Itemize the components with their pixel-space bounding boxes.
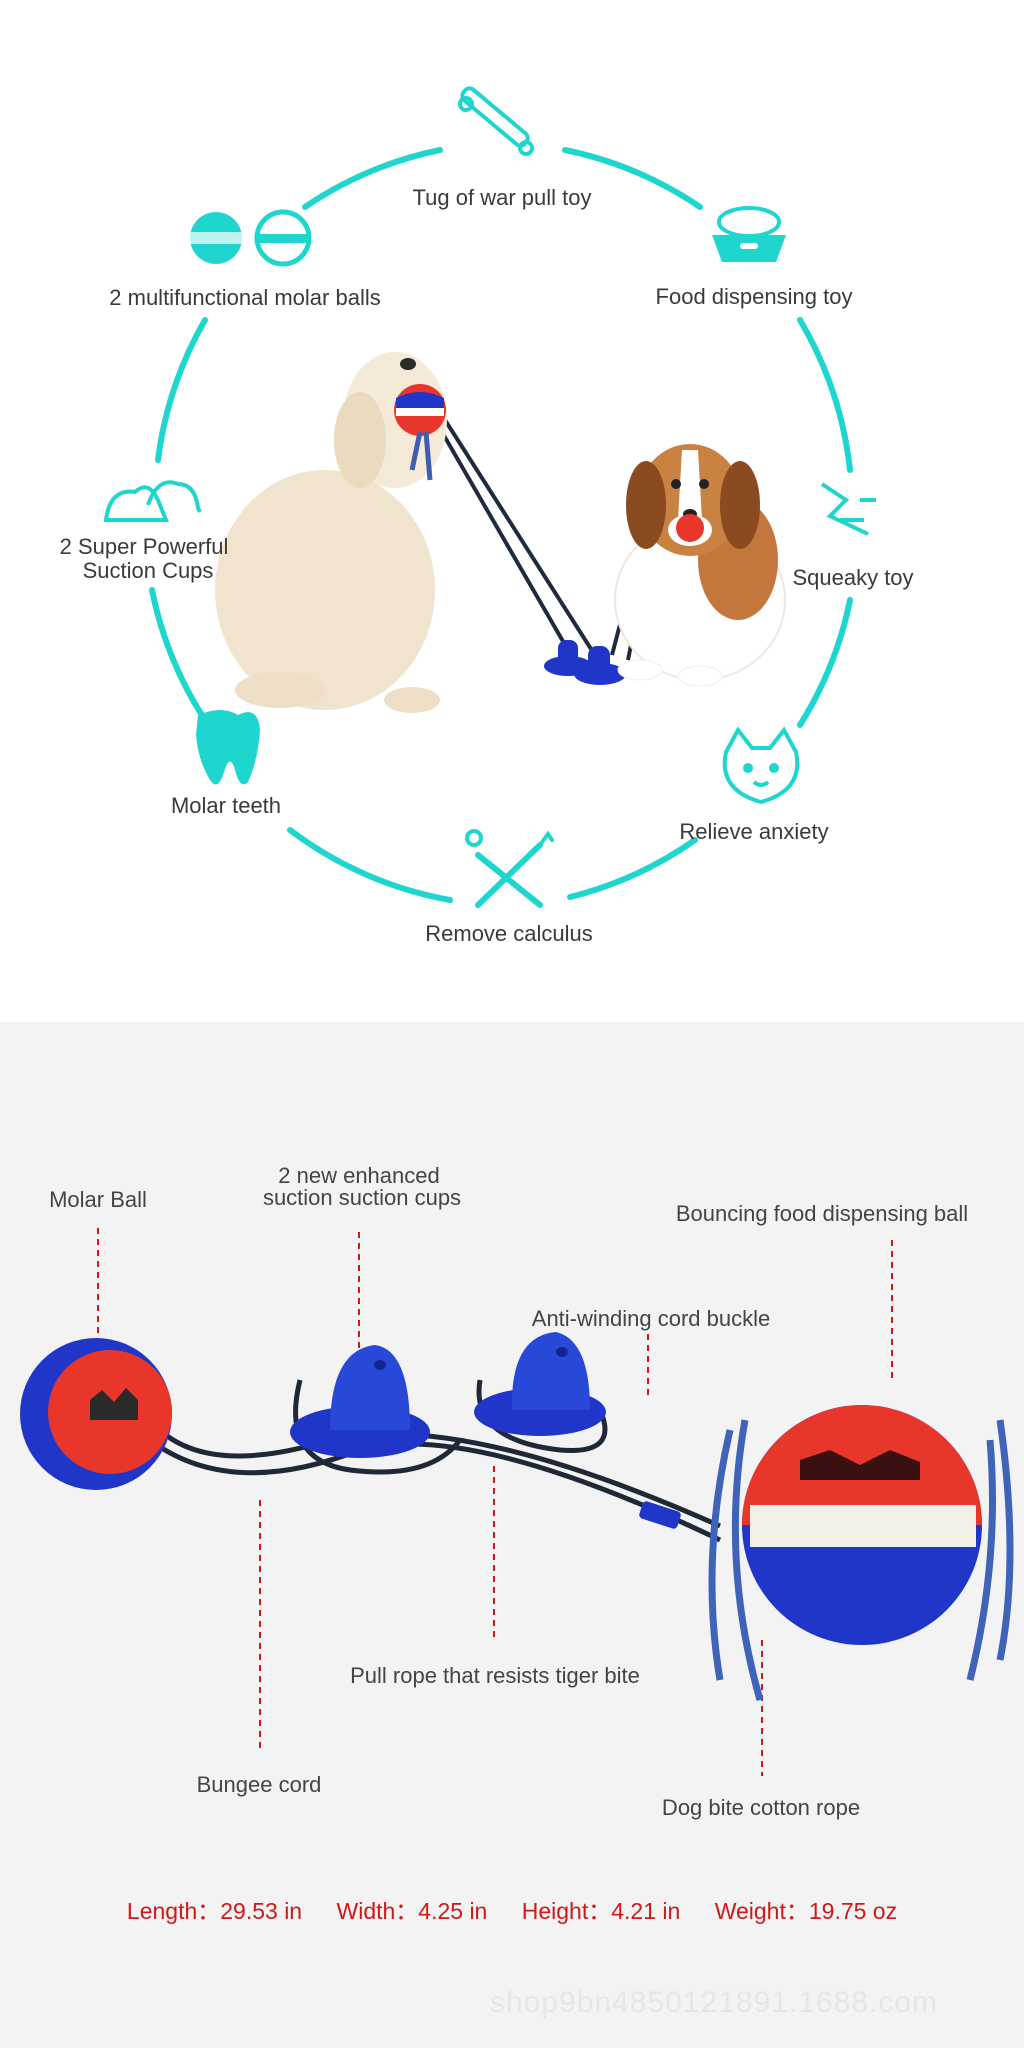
photo-suction-cups — [544, 640, 626, 685]
feature-squeaky: Squeaky toy — [792, 565, 914, 590]
spec-height: Height：4.21 in — [521, 1898, 681, 1924]
features-circle-graphic — [103, 86, 876, 908]
feature-suction-line2: Suction Cups — [82, 558, 214, 583]
callout-cups-line1: 2 new enhanced — [278, 1163, 440, 1188]
squeak-lightning-icon — [820, 482, 876, 536]
food-bowl-icon — [712, 206, 786, 262]
callout-cotton-rope: Dog bite cotton rope — [661, 1795, 861, 1820]
tooth-icon — [196, 710, 260, 785]
feature-food: Food dispensing toy — [655, 284, 853, 309]
callout-buckle: Anti-winding cord buckle — [531, 1306, 771, 1331]
spec-length: Length：29.53 in — [126, 1898, 303, 1924]
callout-bungee: Bungee cord — [196, 1772, 322, 1797]
specs-row: Length：29.53 in Width：4.25 in Height：4.2… — [0, 1892, 1024, 1926]
feature-anxiety: Relieve anxiety — [679, 819, 829, 844]
feature-calculus: Remove calculus — [425, 921, 593, 946]
spec-weight: Weight：19.75 oz — [714, 1898, 898, 1924]
callout-bouncing: Bouncing food dispensing ball — [675, 1201, 969, 1226]
white-puppy-photo — [215, 352, 447, 713]
spec-width: Width：4.25 in — [336, 1898, 488, 1924]
feature-suction-line1: 2 Super Powerful — [59, 534, 229, 559]
tug-rope-icon — [458, 86, 534, 156]
watermark: shop9bn4850121891.1688.com — [490, 1986, 939, 2019]
molar-balls-icon — [186, 209, 312, 267]
callout-cups-line2: suction suction cups — [262, 1185, 462, 1210]
callout-molar-ball: Molar Ball — [49, 1187, 147, 1212]
feature-molar-balls: 2 multifunctional molar balls — [109, 285, 381, 310]
beagle-photo — [614, 444, 786, 687]
feature-tug: Tug of war pull toy — [412, 185, 592, 210]
suction-cups-icon — [103, 480, 202, 522]
dental-tools-icon — [465, 829, 554, 908]
callout-pull-rope: Pull rope that resists tiger bite — [350, 1663, 640, 1688]
feature-molar-teeth: Molar teeth — [170, 793, 282, 818]
features-section — [0, 0, 1024, 1022]
dog-face-icon — [722, 726, 800, 805]
